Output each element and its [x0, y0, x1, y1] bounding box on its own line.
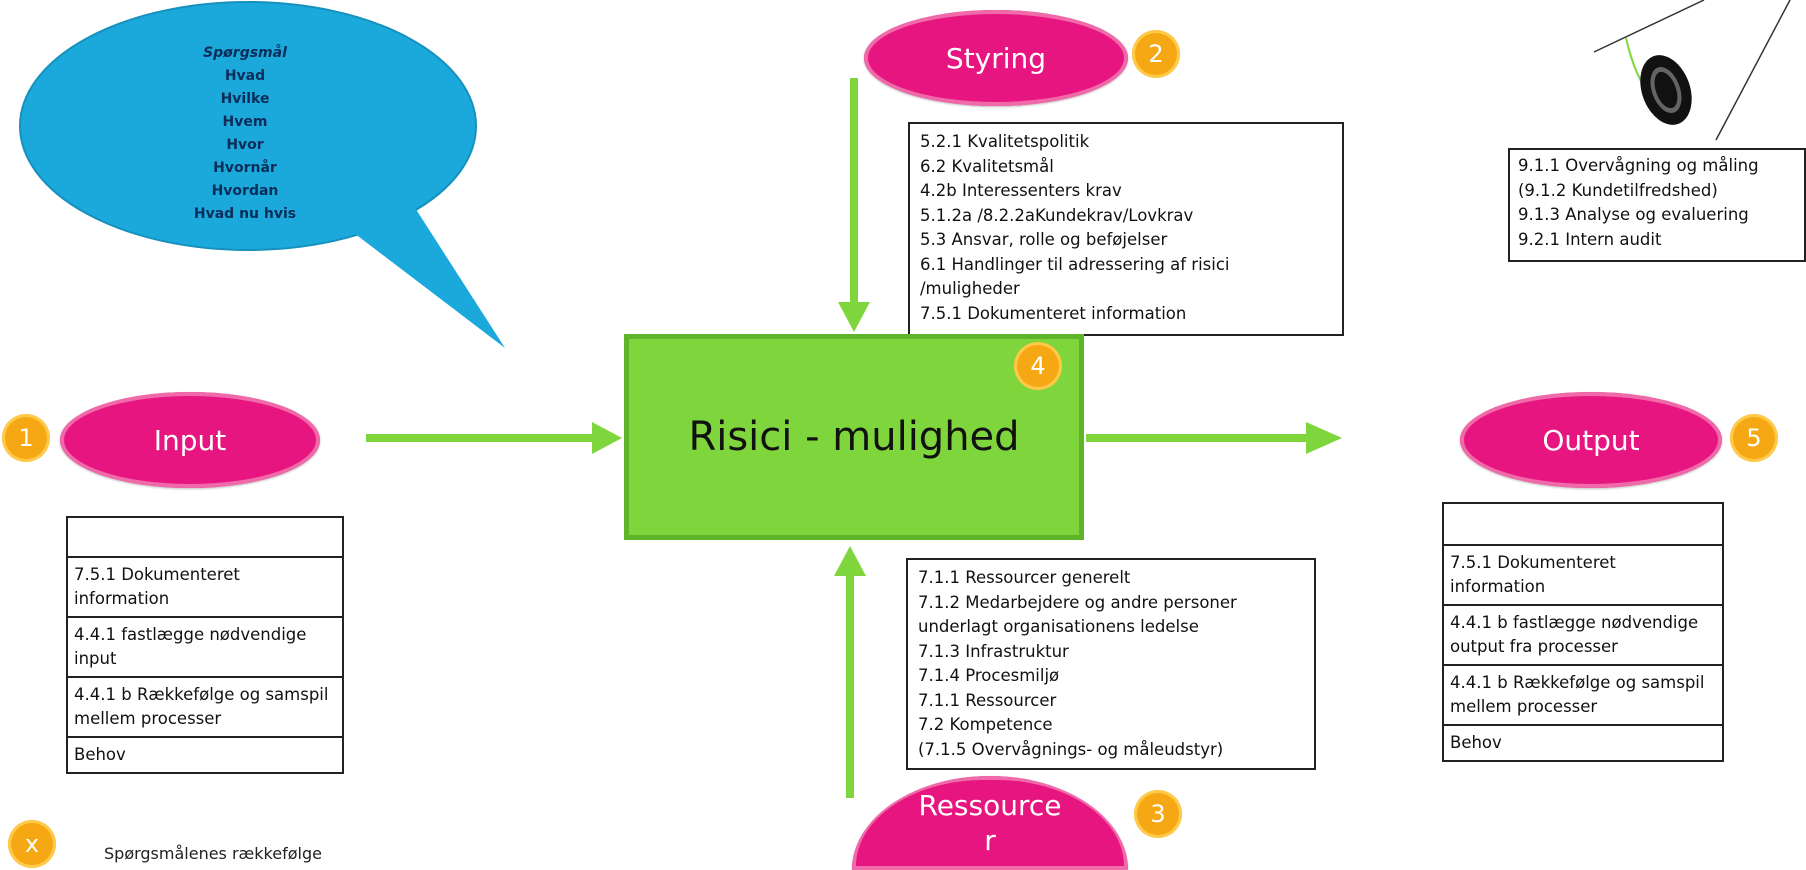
questions-text: Spørgsmål Hvad Hvilke Hvem Hvor Hvornår … [130, 42, 360, 226]
input-row: Behov [74, 745, 126, 764]
question-item: Hvad [224, 68, 266, 84]
output-row: 4.4.1 b fastlægge nødvendige output fra … [1444, 606, 1722, 666]
input-badge: 1 [2, 414, 50, 462]
arrow-output-right [1086, 422, 1342, 454]
input-table: 7.5.1 Dokumenteret information 4.4.1 fas… [66, 516, 344, 774]
output-badge: 5 [1730, 414, 1778, 462]
ressourcer-item: 7.2 Kompetence [918, 715, 1053, 734]
arrow-ressourcer-up [834, 546, 866, 798]
input-oval: Input [60, 392, 320, 488]
question-item: Hvilke [220, 91, 270, 107]
ressourcer-box: 7.1.1 Ressourcer generelt 7.1.2 Medarbej… [906, 558, 1316, 770]
input-row: 7.5.1 Dokumenteret information [68, 558, 342, 618]
output-row: 4.4.1 b Rækkefølge og samspil mellem pro… [1444, 666, 1722, 726]
monitoring-item: 9.2.1 Intern audit [1518, 229, 1662, 249]
question-item: Hvor [226, 137, 264, 153]
ressourcer-label-line2: r [984, 824, 996, 857]
styring-oval: Styring [864, 10, 1128, 106]
styring-item: 5.2.1 Kvalitetspolitik [920, 132, 1090, 151]
monitoring-item: 9.1.3 Analyse og evaluering [1518, 205, 1749, 224]
speech-bubble [19, 1, 505, 348]
input-row: 4.4.1 b Rækkefølge og samspil mellem pro… [68, 678, 342, 738]
output-table: 7.5.1 Dokumenteret information 4.4.1 b f… [1442, 502, 1724, 762]
styring-item: 7.5.1 Dokumenteret information [920, 303, 1187, 323]
styring-item: 5.3 Ansvar, rolle og beføjelser [920, 230, 1168, 249]
legend-badge: x [8, 820, 56, 868]
output-row: 7.5.1 Dokumenteret information [1444, 546, 1722, 606]
question-item: Hvad nu hvis [193, 206, 297, 222]
styring-item: 5.1.2a /8.2.2aKundekrav/Lovkrav [920, 205, 1194, 225]
input-row [68, 518, 342, 558]
styring-item: /muligheder [920, 279, 1020, 298]
output-label: Output [1542, 423, 1640, 457]
ressourcer-item: 7.1.1 Ressourcer generelt [918, 568, 1131, 587]
question-item: Hvem [222, 114, 268, 130]
questions-title: Spørgsmål [203, 45, 287, 61]
monitoring-item: (9.1.2 Kundetilfredshed) [1518, 180, 1718, 200]
ressourcer-item: 7.1.2 Medarbejdere og andre personer [918, 592, 1237, 612]
styring-item: 6.1 Handlinger til adressering af risici [920, 254, 1230, 274]
camera-icon [1593, 0, 1791, 141]
ressourcer-item: 7.1.3 Infrastruktur [918, 641, 1069, 661]
ressourcer-item: underlagt organisationens ledelse [918, 617, 1199, 636]
question-item: Hvordan [211, 183, 279, 199]
input-label: Input [153, 423, 227, 457]
ressourcer-label-line1: Ressource [918, 789, 1062, 822]
styring-label: Styring [945, 41, 1047, 75]
arrow-input-right [366, 422, 622, 454]
arrow-styring-down [838, 78, 870, 332]
question-item: Hvornår [213, 160, 277, 176]
risici-label: Risici - mulighed [688, 414, 1020, 460]
ressourcer-badge: 3 [1134, 790, 1182, 838]
legend-text: Spørgsmålenes rækkefølge [104, 844, 322, 863]
ressourcer-item: 7.1.1 Ressourcer [918, 690, 1057, 710]
monitoring-box: 9.1.1 Overvågning og måling (9.1.2 Kunde… [1508, 148, 1806, 262]
risici-box: Risici - mulighed [624, 334, 1084, 540]
output-row [1444, 504, 1722, 546]
ressourcer-item: (7.1.5 Overvågnings- og måleudstyr) [918, 739, 1224, 759]
input-row: 4.4.1 fastlægge nødvendige input [68, 618, 342, 678]
styring-item: 4.2b Interessenters krav [920, 181, 1122, 200]
styring-badge: 2 [1132, 30, 1180, 78]
center-badge: 4 [1014, 342, 1062, 390]
styring-item: 6.2 Kvalitetsmål [920, 156, 1054, 176]
styring-box: 5.2.1 Kvalitetspolitik 6.2 Kvalitetsmål … [908, 122, 1344, 336]
output-oval: Output [1460, 392, 1722, 488]
monitoring-item: 9.1.1 Overvågning og måling [1518, 156, 1759, 175]
output-row: Behov [1450, 733, 1502, 752]
ressourcer-item: 7.1.4 Procesmiljø [918, 666, 1060, 685]
